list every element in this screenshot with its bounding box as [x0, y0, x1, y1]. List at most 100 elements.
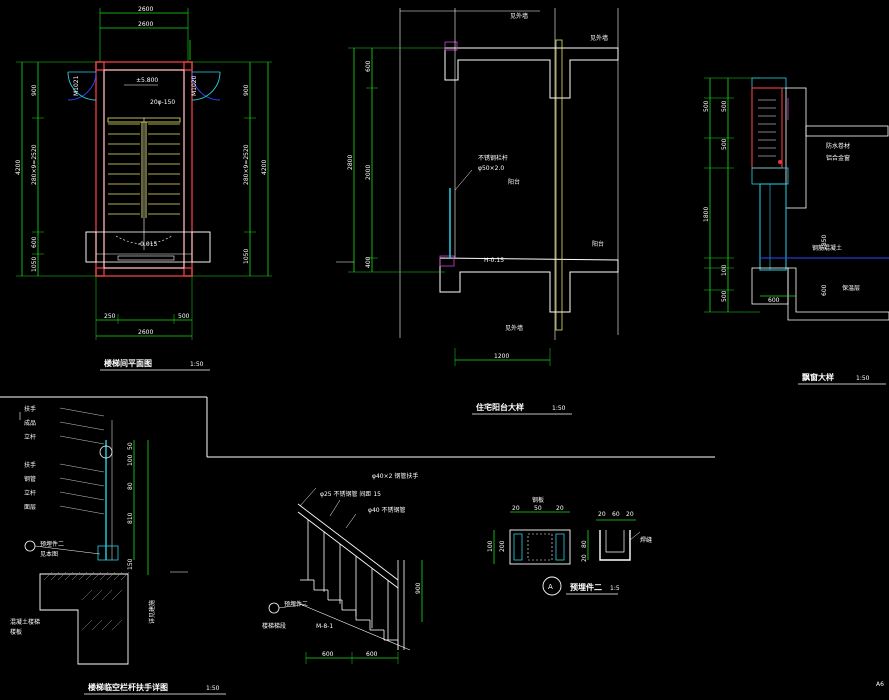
window-title: 飘窗大样	[802, 372, 834, 382]
plan-level-top: ±5.800	[136, 77, 158, 84]
stair-rail-elevation: φ40×2 钢管扶手 φ25 不锈钢管 间距 15 φ40 不锈钢管 900 6…	[262, 472, 423, 664]
window-note-2: 铝合金窗	[826, 154, 850, 162]
plan-left-mid: 280×9=2520	[31, 144, 38, 185]
rail-hatch-line	[81, 619, 93, 631]
plan-right-dim-2: 1050	[243, 249, 250, 264]
rail-note-leader	[59, 435, 105, 445]
corner-mark: A6	[876, 681, 884, 688]
embed-circle	[542, 576, 562, 596]
rail-hatch-line	[64, 571, 74, 581]
section-height-upper: 600	[365, 60, 372, 72]
window-dim-5: 100	[721, 264, 728, 276]
rail-note-5: 钢管	[24, 475, 36, 483]
rail-hatch-line	[91, 589, 103, 601]
plan-left-dim-2: 600	[31, 236, 38, 248]
stair-rail-bottom-note: 楼梯梯段	[262, 622, 286, 630]
plan-right-mid: 280×9=2520	[243, 144, 250, 185]
stair-rail-note-3: φ40 不锈钢管	[368, 506, 406, 514]
section-side-label-bottom: 见外墙	[505, 324, 523, 332]
rail-hatch-line	[113, 571, 123, 581]
section-title: 住宅阳台大样	[476, 402, 524, 412]
window-dim-1850: 1850	[821, 235, 828, 250]
rail-hatch-line	[120, 571, 130, 581]
section-rail-label: 不锈钢栏杆	[478, 154, 508, 162]
window-scale: 1:50	[856, 375, 870, 382]
section-side-label: 见外墙	[590, 34, 608, 42]
stair-rail-bottom-note-2: M-8-1	[316, 623, 333, 630]
window-dim-1: 500	[703, 100, 710, 112]
rail-hatch-line	[43, 571, 53, 581]
rail-hatch-line	[71, 571, 81, 581]
section-rail-spec: φ50×2.0	[478, 165, 504, 172]
embed-right-dim-2: 60	[612, 511, 620, 518]
rail-hatch-line	[101, 589, 113, 601]
window-note-3: 钢筋混凝土	[812, 244, 842, 252]
rail-dim-1: 50	[127, 442, 134, 450]
embed-title: 预埋件二	[570, 582, 602, 592]
rail-hatch-line	[91, 619, 103, 631]
rail-note-leader	[59, 491, 105, 501]
rail-note-2: 成品	[24, 419, 36, 427]
plan-scale: 1:50	[190, 361, 204, 368]
rail-hatch-line	[81, 589, 93, 601]
rail-dim-3: 80	[127, 482, 134, 490]
rail-hatch-line	[106, 571, 116, 581]
section-bottom-dim: 1200	[494, 353, 509, 360]
window-dim-6: 500	[721, 290, 728, 302]
section-height-lower: 400	[365, 256, 372, 268]
rail-dim-2: 100	[127, 454, 134, 466]
balcony-section: 见外墙 不锈钢栏杆 φ50×2.0 H-0.15 阳台 阳台 见外墙 见外墙 2…	[336, 8, 619, 415]
rail-note-4: 扶手	[24, 461, 36, 469]
stair-rail-bottom-2: 600	[366, 651, 378, 658]
stair-plan: 2600 2600 M1021 M1020 ±5.800 20φ-150 -0.…	[15, 6, 272, 371]
embed-circle-letter: A	[548, 583, 553, 591]
bay-window-detail: 500 500 500 1800 100 500 防水卷材 铝合金窗 钢筋混凝土…	[703, 77, 889, 385]
section-floor-label-2: 阳台	[592, 240, 604, 248]
section-height-mid: 2000	[365, 165, 372, 180]
section-floor-label-1: 阳台	[508, 178, 520, 186]
section-side-label-top: 见外墙	[510, 12, 528, 20]
plan-bottom-sub-right: 500	[178, 313, 190, 320]
stair-rail-bottom-1: 600	[322, 651, 334, 658]
rail-note-3: 立杆	[24, 433, 36, 441]
embed-dim-top-3: 20	[556, 505, 564, 512]
window-dim-2: 500	[721, 100, 728, 112]
rail-dim-4: 810	[127, 512, 134, 524]
plan-top-dim-2: 2600	[138, 21, 153, 28]
rail-note-7: 面层	[24, 504, 36, 511]
rail-circle-sub: 见本图	[40, 550, 58, 558]
embed-right-label: 焊缝	[640, 536, 652, 544]
rail-scale: 1:50	[206, 685, 220, 692]
plan-top-dim-1: 2600	[138, 6, 153, 13]
plan-right-total: 4200	[261, 160, 268, 175]
plan-door-right-label: M1020	[191, 75, 198, 96]
window-bottom-dim: 600	[768, 297, 780, 304]
plan-bottom-sub-left: 250	[104, 313, 116, 320]
rail-note-leader	[59, 421, 105, 431]
window-note-4: 保温层	[842, 284, 860, 292]
window-dim-3: 500	[721, 138, 728, 150]
embed-right-side-1: 80	[581, 540, 588, 548]
embed-dim-side-1: 100	[487, 540, 494, 552]
rail-note-leader	[59, 407, 105, 417]
rail-dim-5: 150	[127, 558, 134, 570]
rail-hatch-line	[92, 571, 102, 581]
rail-title: 楼梯临空栏杆扶手详图	[88, 682, 168, 692]
section-height-total: 2800	[347, 155, 354, 170]
rail-hatch-line	[99, 571, 109, 581]
rail-hatch-line	[78, 571, 88, 581]
rail-right-label: 详见建施	[148, 600, 156, 624]
rail-circle-label: 预埋件二	[40, 540, 64, 548]
embed-part-detail: 钢板 20 50 20 100 200 A 预埋件二 1:5 20 60 20 …	[487, 496, 652, 596]
rail-hatch-line	[57, 571, 67, 581]
rail-note-leader	[59, 505, 105, 515]
embed-right-dim-3: 20	[626, 511, 634, 518]
stair-rail-bottom-label: 预埋件二	[284, 600, 308, 608]
plan-stair-treads	[108, 123, 180, 215]
plan-bottom-dim: 2600	[138, 329, 153, 336]
plan-title: 楼梯间平面图	[104, 358, 152, 368]
section-level-label: H-0.15	[484, 257, 504, 264]
stair-rail-height: 900	[415, 582, 422, 594]
